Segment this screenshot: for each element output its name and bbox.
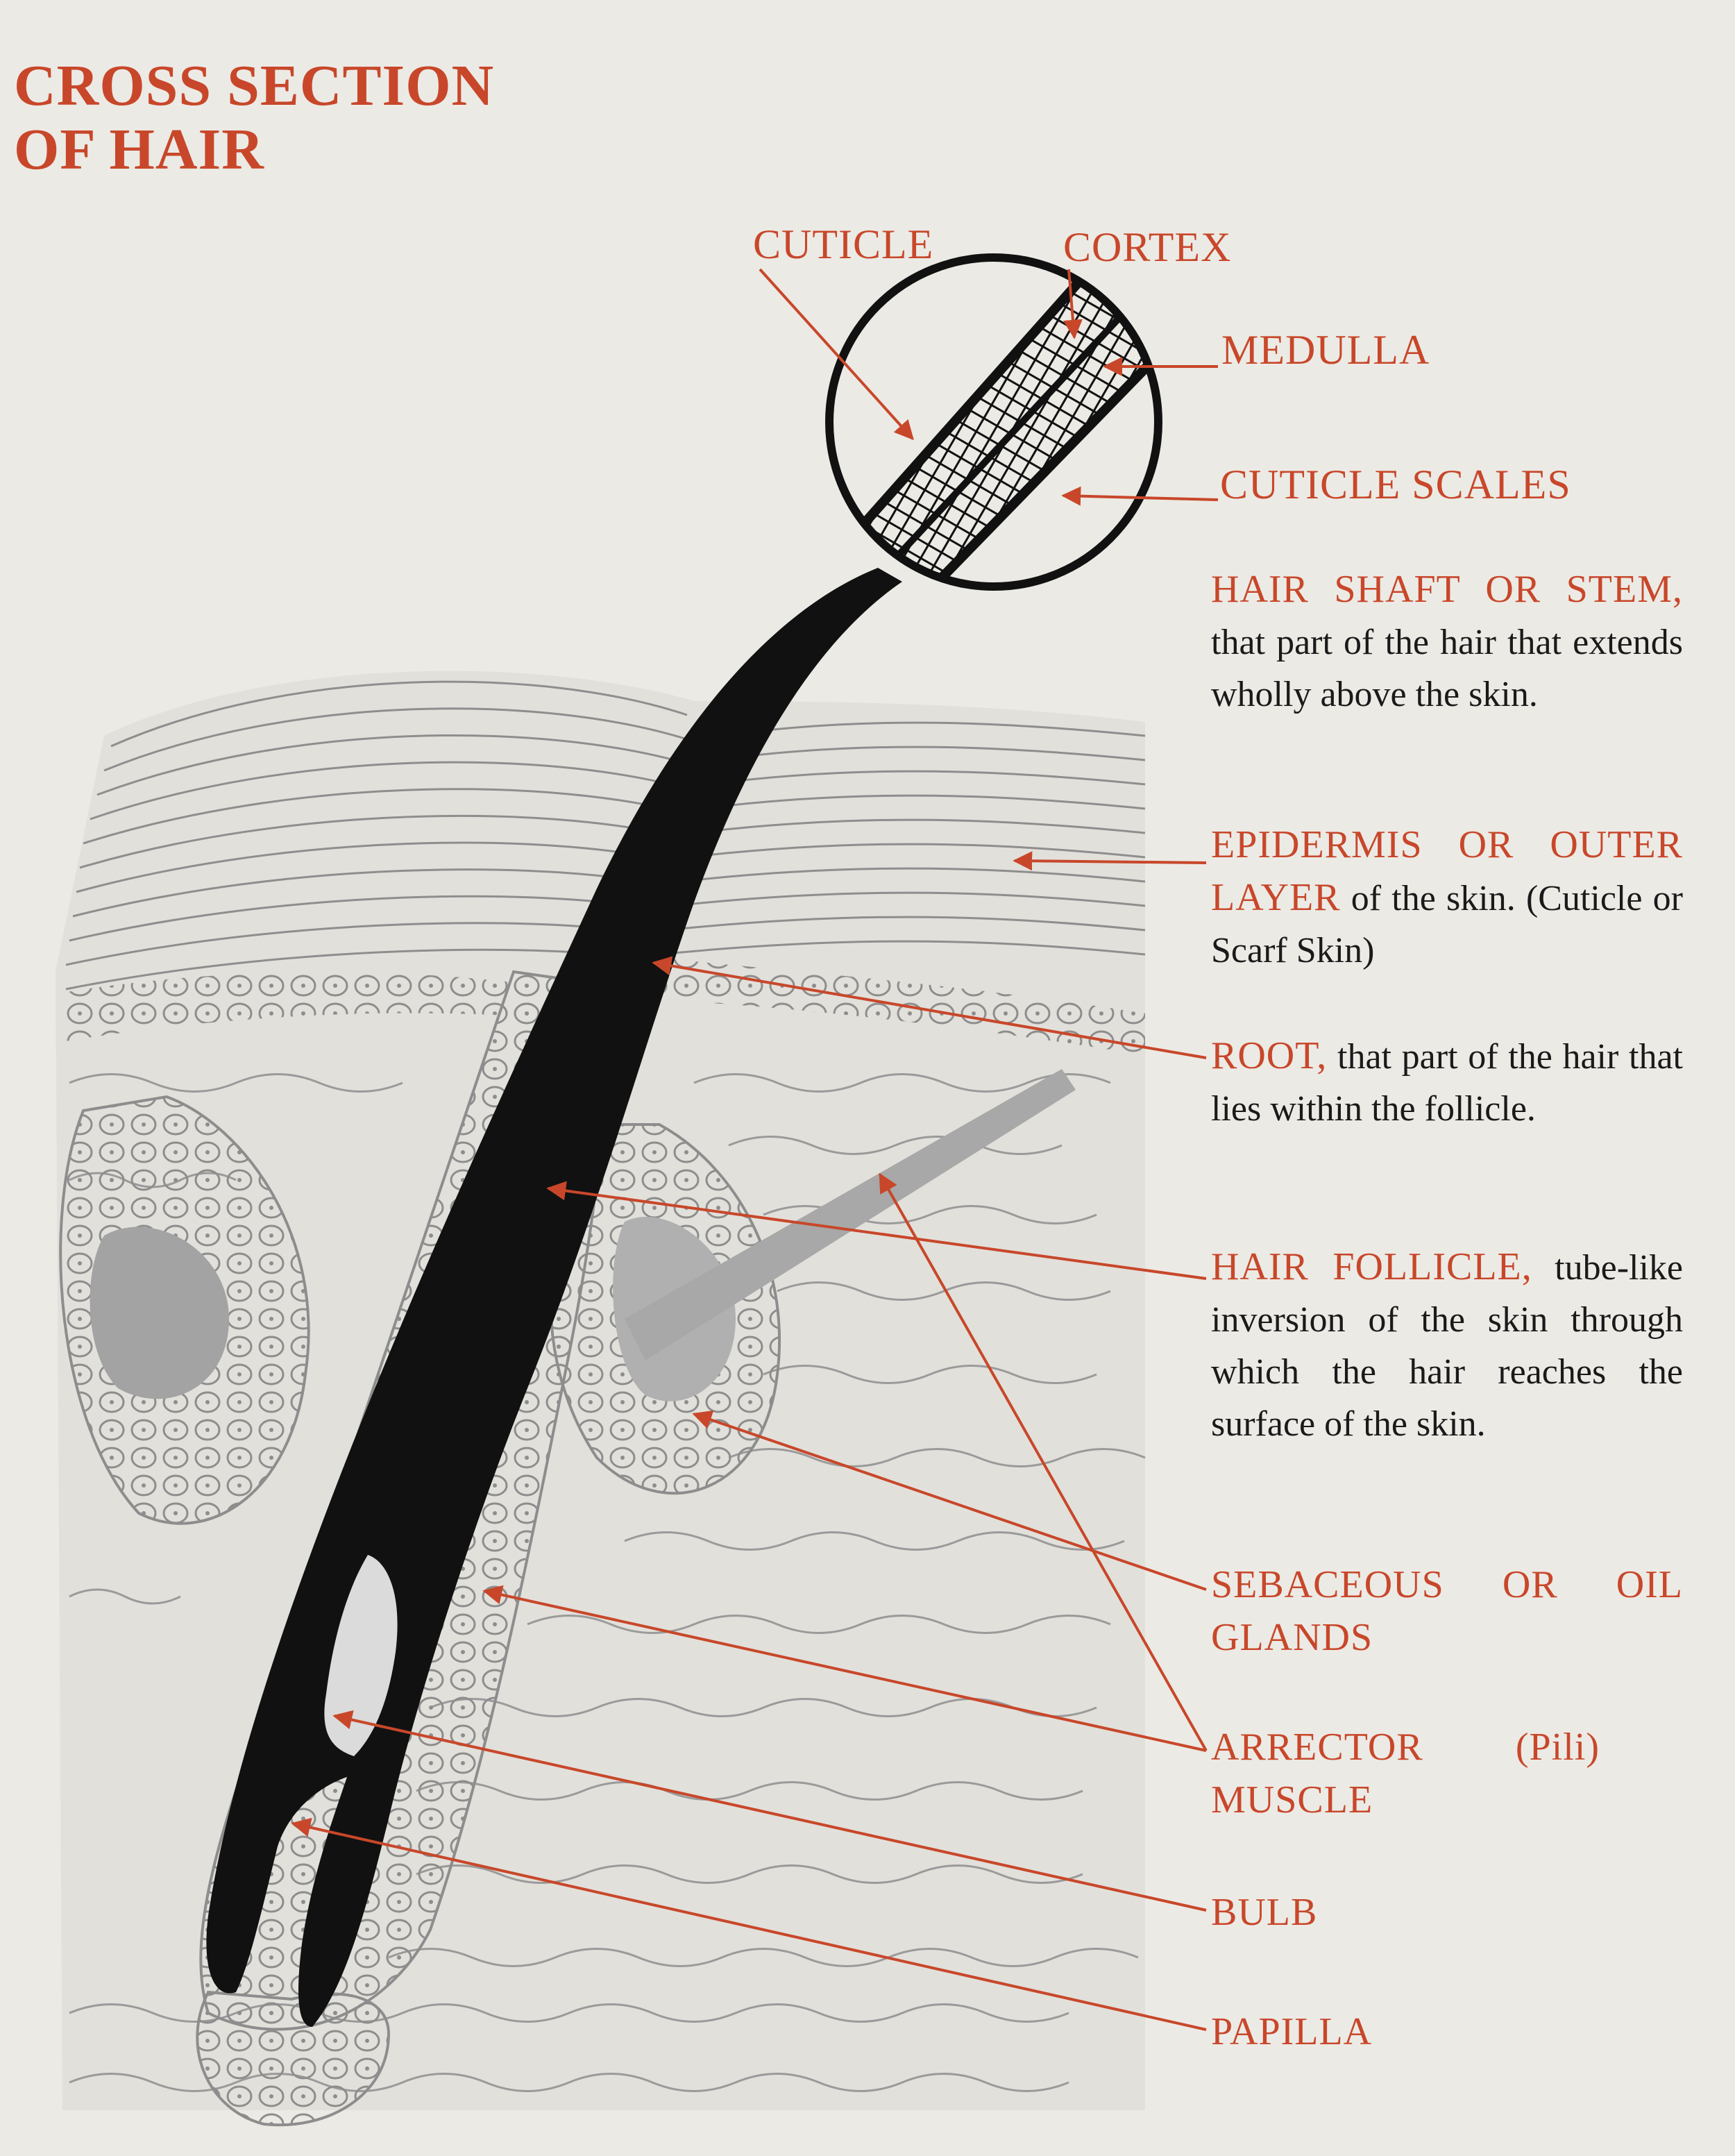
magnified-hair-circle bbox=[829, 258, 1166, 597]
term-sebaceous: SEBACEOUS OR OIL GLANDS bbox=[1211, 1563, 1683, 1659]
desc-papilla: PAPILLA bbox=[1211, 2006, 1683, 2059]
label-cuticle: CUTICLE bbox=[753, 221, 933, 269]
title-line-2: OF HAIR bbox=[14, 118, 494, 182]
text-hair-shaft: that part of the hair that extends wholl… bbox=[1211, 623, 1683, 714]
term-hair-shaft: HAIR SHAFT OR STEM, bbox=[1211, 568, 1683, 611]
term-root: ROOT, bbox=[1211, 1034, 1327, 1077]
label-medulla: MEDULLA bbox=[1221, 326, 1430, 374]
desc-arrector: ARRECTOR (Pili) MUSCLE bbox=[1211, 1721, 1600, 1827]
desc-hair-follicle: HAIR FOLLICLE, tube-like inversion of th… bbox=[1211, 1241, 1683, 1450]
term-arrector: ARRECTOR (Pili) MUSCLE bbox=[1211, 1726, 1600, 1821]
desc-bulb: BULB bbox=[1211, 1887, 1683, 1939]
desc-hair-shaft: HAIR SHAFT OR STEM, that part of the hai… bbox=[1211, 564, 1683, 721]
term-bulb: BULB bbox=[1211, 1891, 1317, 1934]
label-cuticle-scales: CUTICLE SCALES bbox=[1220, 461, 1571, 509]
label-cortex: CORTEX bbox=[1063, 224, 1231, 271]
desc-epidermis: EPIDERMIS OR OUTER LAYER of the skin. (C… bbox=[1211, 819, 1683, 977]
desc-root: ROOT, that part of the hair that lies wi… bbox=[1211, 1030, 1683, 1135]
desc-sebaceous: SEBACEOUS OR OIL GLANDS bbox=[1211, 1559, 1683, 1665]
term-papilla: PAPILLA bbox=[1211, 2010, 1372, 2053]
title-line-1: CROSS SECTION bbox=[14, 54, 494, 118]
diagram-title: CROSS SECTION OF HAIR bbox=[14, 54, 494, 182]
term-hair-follicle: HAIR FOLLICLE, bbox=[1211, 1245, 1532, 1288]
